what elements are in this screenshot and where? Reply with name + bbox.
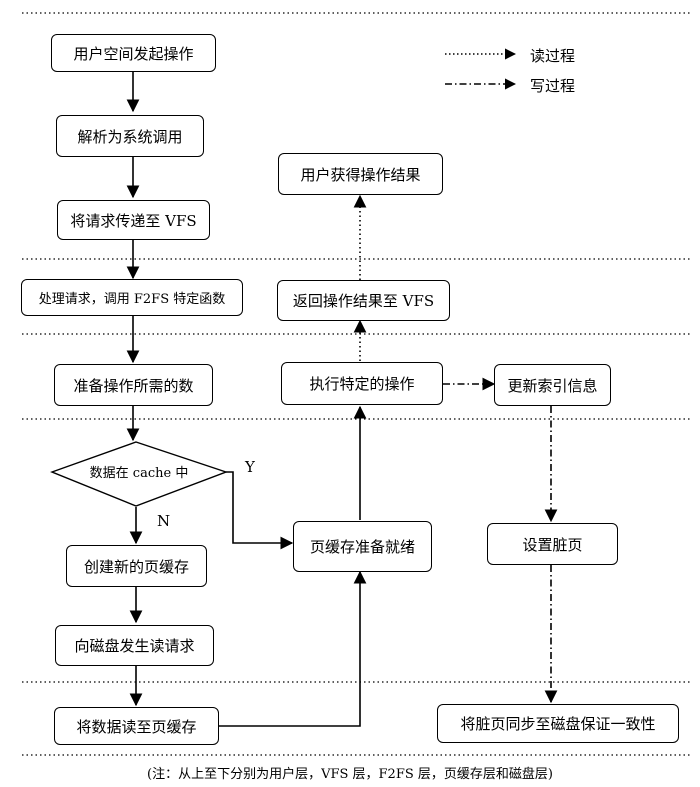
node-user-get-result: 用户获得操作结果 (278, 153, 443, 195)
node-create-page-cache: 创建新的页缓存 (66, 545, 207, 587)
node-execute-operation: 执行特定的操作 (281, 362, 443, 405)
edge-n8-to-pagecache (219, 570, 367, 727)
node-set-dirty-page: 设置脏页 (487, 523, 618, 565)
node-disk-read-request: 向磁盘发生读请求 (55, 625, 214, 666)
edge-yes-to-pagecache (226, 471, 294, 550)
layer-footnote: (注：从上至下分别为用户层，VFS 层，F2FS 层，页缓存层和磁盘层) (147, 767, 553, 782)
node-page-cache-ready: 页缓存准备就绪 (293, 521, 432, 572)
decision-label: 数据在 cache 中 (89, 466, 189, 481)
node-prepare-data: 准备操作所需的数 (54, 364, 213, 406)
node-return-to-vfs: 返回操作结果至 VFS (277, 280, 450, 321)
node-update-index: 更新索引信息 (494, 364, 611, 406)
node-sync-dirty-page: 将脏页同步至磁盘保证一致性 (437, 704, 679, 743)
branch-no-label: N (157, 512, 171, 530)
decision-diamond (50, 441, 229, 507)
legend-read-label: 读过程 (530, 47, 576, 65)
node-read-to-page-cache: 将数据读至页缓存 (54, 707, 219, 745)
legend-write-label: 写过程 (530, 77, 576, 95)
node-user-initiate: 用户空间发起操作 (51, 34, 216, 72)
branch-yes-label: Y (245, 458, 255, 476)
node-handle-f2fs: 处理请求，调用 F2FS 特定函数 (21, 279, 243, 316)
node-pass-to-vfs: 将请求传递至 VFS (57, 200, 210, 240)
node-parse-syscall: 解析为系统调用 (56, 115, 204, 157)
